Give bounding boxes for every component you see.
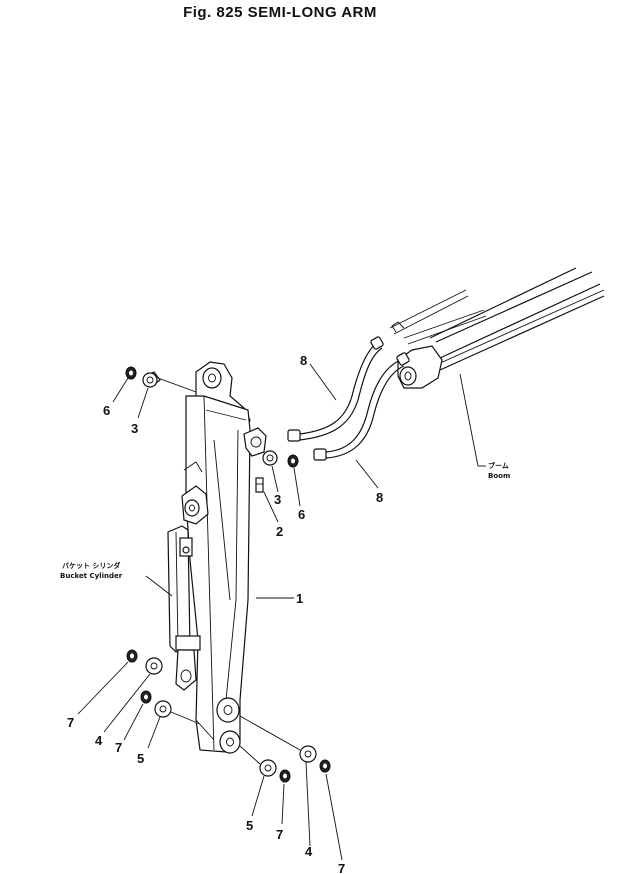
bucket-cylinder-label-en: Bucket Cylinder [60, 572, 123, 580]
callout-5: 5 [137, 751, 144, 766]
boom-label-en: Boom [488, 472, 510, 480]
callout-3: 3 [274, 492, 281, 507]
callout-7: 7 [67, 715, 74, 730]
boom-drawing [389, 267, 605, 389]
callout-1: 1 [296, 591, 303, 606]
callout-8: 8 [300, 353, 307, 368]
callout-7: 7 [115, 740, 122, 755]
callout-4: 4 [95, 733, 103, 748]
part-labels: バケット シリンダ Bucket Cylinder ブーム Boom [60, 461, 510, 580]
leader-lines [77, 363, 486, 861]
loose-parts [125, 366, 331, 783]
callout-5: 5 [246, 818, 253, 833]
callout-2: 2 [276, 524, 283, 539]
callout-6: 6 [103, 403, 110, 418]
callout-7: 7 [276, 827, 283, 842]
callout-6: 6 [298, 507, 305, 522]
bucket-cylinder-drawing [167, 525, 201, 691]
arm-body [181, 361, 267, 754]
figure-title: Fig. 825 SEMI-LONG ARM [183, 4, 377, 21]
boom-label-jp: ブーム [488, 461, 509, 470]
hose-pair [287, 336, 410, 461]
callout-8: 8 [376, 490, 383, 505]
callout-4: 4 [305, 844, 313, 859]
callouts: 6 3 8 3 6 2 8 1 7 4 7 5 5 7 4 7 [67, 353, 383, 874]
bucket-cylinder-label-jp: バケット シリンダ [62, 561, 120, 570]
callout-3: 3 [131, 421, 138, 436]
callout-7: 7 [338, 861, 345, 874]
